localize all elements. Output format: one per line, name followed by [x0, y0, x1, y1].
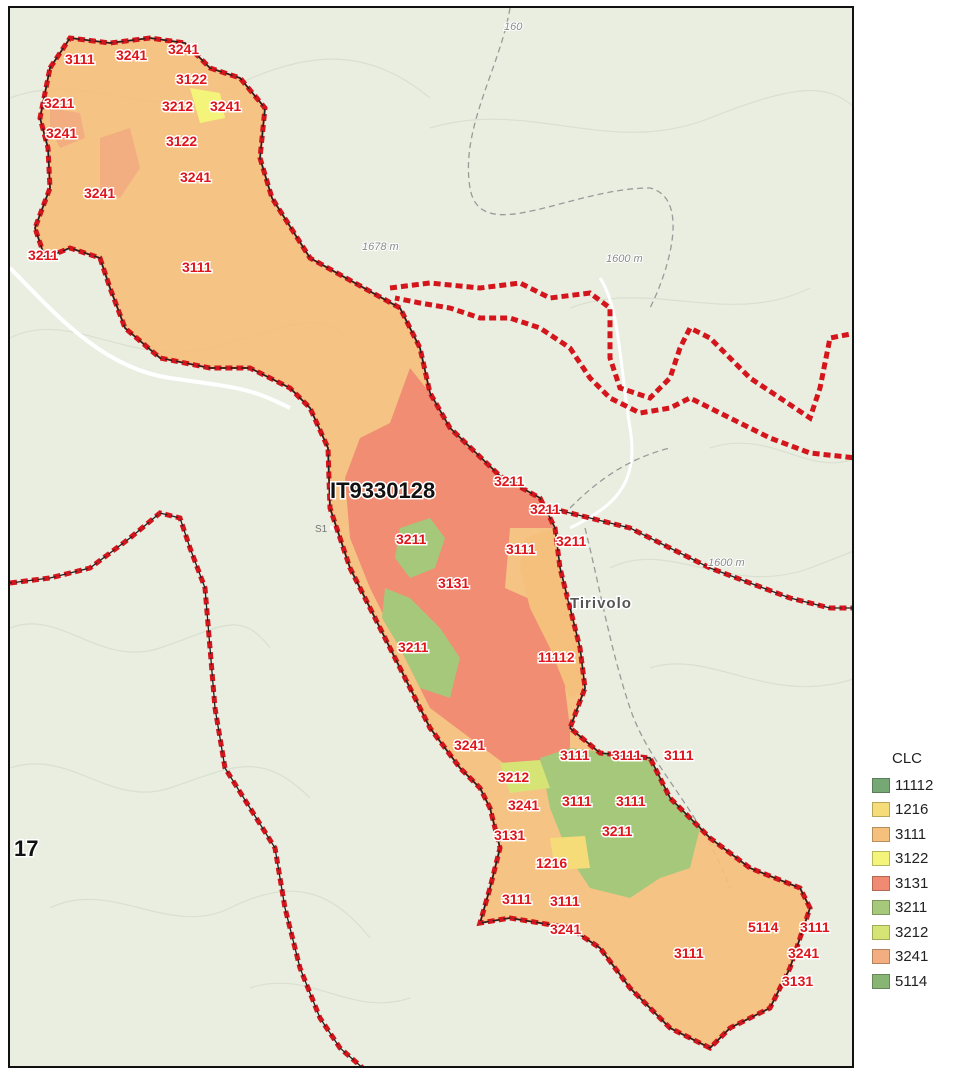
zone-label: 3241: [84, 185, 115, 201]
legend-swatch: [872, 875, 890, 891]
landcover-3212[interactable]: [500, 760, 550, 793]
zone-label: 3111: [664, 747, 694, 763]
legend-swatch: [872, 949, 890, 965]
legend-title: CLC: [891, 750, 922, 767]
legend-item: 3212: [872, 920, 964, 945]
landcover-3241-b[interactable]: [50, 108, 85, 148]
zone-label: 3111: [506, 541, 536, 557]
zone-label: 3241: [210, 98, 241, 114]
legend-swatch: [872, 777, 890, 793]
zone-label: 3111: [800, 919, 830, 935]
zone-label: 3211: [396, 531, 427, 547]
place-label-tirivolo: Tirivolo: [570, 595, 632, 612]
elevation-label: 1678 m: [362, 241, 399, 253]
map-legend: CLC 11112 1216 3111 3122 3131 3211 3212: [872, 750, 964, 994]
zone-label: 3122: [176, 71, 207, 87]
terrain-contours: [10, 58, 852, 1004]
legend-item: 1216: [872, 798, 964, 823]
legend-swatch: [872, 973, 890, 989]
landcover-3211-b[interactable]: [382, 588, 460, 698]
legend-item: 3211: [872, 896, 964, 921]
zone-label: 5114: [748, 919, 779, 935]
legend-swatch: [872, 802, 890, 818]
zone-label: 3111: [65, 51, 95, 67]
zone-label: 3241: [508, 797, 539, 813]
zone-label: 3131: [782, 973, 813, 989]
map-labels: IT9330128 17 Tirivolo 1678 m 1600 m 1600…: [13, 20, 832, 991]
elevation-label: 1600 m: [606, 253, 643, 265]
zone-label: 3212: [162, 98, 193, 114]
zone-label: 3211: [44, 95, 75, 111]
legend-swatch: [872, 924, 890, 940]
zone-label: 3211: [398, 639, 429, 655]
landcover-3122[interactable]: [190, 88, 225, 123]
legend-label: 3111: [895, 825, 927, 843]
zone-label: 3131: [438, 575, 469, 591]
zone-label: 1216: [536, 855, 567, 871]
zone-label: 3111: [616, 793, 646, 809]
legend-label: 11112: [895, 776, 934, 794]
legend-item: 5114: [872, 969, 964, 994]
other-site-boundaries: [10, 280, 852, 1066]
map-view[interactable]: IT9330128 17 Tirivolo 1678 m 1600 m 1600…: [8, 6, 854, 1068]
zone-label: 3211: [530, 501, 561, 517]
landcover-1216[interactable]: [550, 836, 590, 870]
legend-item: 3111: [872, 822, 964, 847]
elevation-label: 1600 m: [708, 557, 745, 569]
zone-label: 3211: [28, 247, 59, 263]
landcover-3131[interactable]: [345, 368, 570, 768]
zone-label: 3111: [612, 747, 642, 763]
legend-label: 3241: [895, 948, 929, 966]
legend-label: 3211: [895, 899, 928, 917]
zone-label: 3211: [494, 473, 525, 489]
zone-label: 3241: [788, 945, 819, 961]
zone-label: 3241: [550, 921, 581, 937]
legend-item: 3122: [872, 847, 964, 872]
site-boundary: [32, 35, 813, 1052]
zone-label: 3241: [168, 41, 199, 57]
zone-label: 3211: [556, 533, 587, 549]
legend-swatch: [872, 900, 890, 916]
legend-swatch: [872, 826, 890, 842]
landcover-11112[interactable]: [520, 528, 585, 698]
landcover-3241-a[interactable]: [100, 128, 140, 198]
zone-label: 3241: [46, 125, 77, 141]
zone-label: 3212: [498, 769, 529, 785]
zone-label: 3131: [494, 827, 525, 843]
legend-label: 5114: [895, 972, 928, 990]
zone-label: 11112: [538, 649, 575, 665]
road-number-label: S1: [315, 524, 328, 535]
zone-label: 3241: [454, 737, 485, 753]
map-canvas: IT9330128 17 Tirivolo 1678 m 1600 m 1600…: [10, 8, 852, 1066]
site-code-label: IT9330128: [330, 478, 435, 503]
zone-label: 3111: [182, 259, 212, 275]
zone-label: 3111: [560, 747, 590, 763]
legend-item: 3131: [872, 871, 964, 896]
zone-label: 3111: [550, 893, 580, 909]
legend-label: 3122: [895, 850, 929, 868]
legend-swatch: [872, 851, 890, 867]
legend-item: 3241: [872, 945, 964, 970]
legend-item: 11112: [872, 773, 964, 798]
partial-site-label: 17: [14, 836, 38, 861]
zone-label: 3111: [562, 793, 592, 809]
zone-label: 3211: [602, 823, 633, 839]
legend-label: 3212: [895, 923, 929, 941]
legend-label: 3131: [895, 874, 929, 892]
site-polygon-it9330128[interactable]: [32, 35, 813, 1052]
zone-label: 3241: [116, 47, 147, 63]
landcover-3211-a[interactable]: [395, 518, 445, 578]
zone-label: 3122: [166, 133, 197, 149]
legend-label: 1216: [895, 801, 929, 819]
zone-label: 3111: [674, 945, 704, 961]
legend-items: 11112 1216 3111 3122 3131 3211 3212 324: [872, 773, 964, 994]
zone-label: 3241: [180, 169, 211, 185]
zone-label: 3111: [502, 891, 532, 907]
elevation-label: 160: [504, 21, 523, 33]
